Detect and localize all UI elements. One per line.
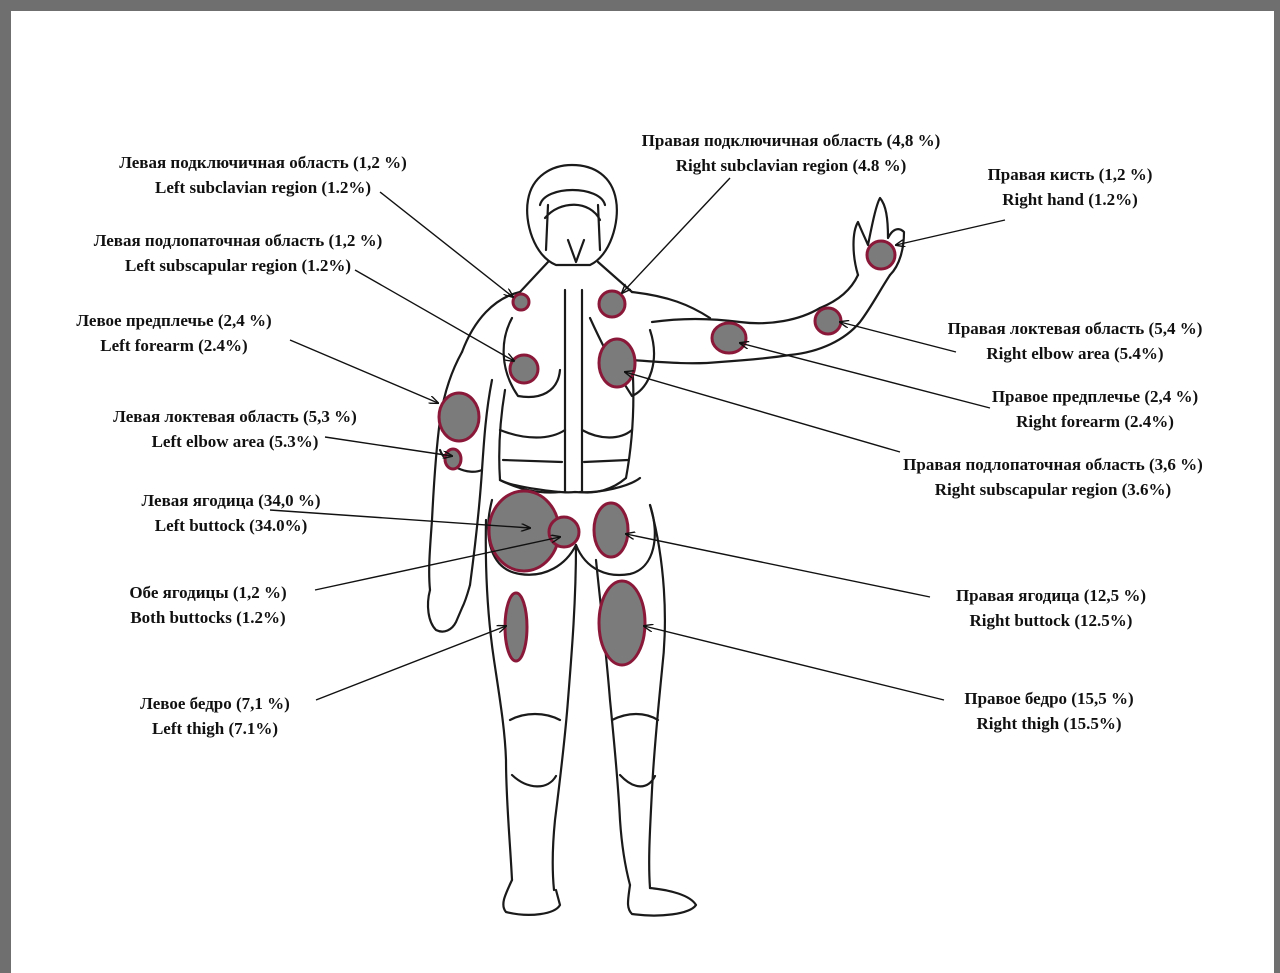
spot-left-subclavian: [513, 294, 529, 310]
spot-left-subscapular: [510, 355, 538, 383]
label-both-buttocks-en: Both buttocks (1.2%): [100, 605, 316, 630]
right-foot-outline: [628, 885, 696, 916]
arrow-right-thigh: [644, 626, 944, 700]
left-hand-outline: [428, 585, 470, 632]
label-left-elbow-en: Left elbow area (5.3%): [70, 429, 400, 454]
label-left-elbow-ru: Левая локтевая область (5,3 %): [70, 404, 400, 429]
label-right-buttock: Правая ягодица (12,5 %) Right buttock (1…: [920, 583, 1182, 633]
label-right-thigh-ru: Правое бедро (15,5 %): [935, 686, 1163, 711]
label-left-buttock: Левая ягодица (34,0 %) Left buttock (34.…: [106, 488, 356, 538]
spine-band: [565, 290, 582, 492]
label-right-buttock-ru: Правая ягодица (12,5 %): [920, 583, 1182, 608]
label-left-buttock-ru: Левая ягодица (34,0 %): [106, 488, 356, 513]
label-right-forearm-ru: Правое предплечье (2,4 %): [960, 384, 1230, 409]
label-right-subscapular: Правая подлопаточная область (3,6 %) Rig…: [858, 452, 1248, 502]
torso-outline: [462, 292, 710, 352]
spot-right-elbow: [815, 308, 841, 334]
label-right-hand-ru: Правая кисть (1,2 %): [955, 162, 1185, 187]
label-right-elbow: Правая локтевая область (5,4 %) Right el…: [910, 316, 1240, 366]
label-right-subclavian-en: Right subclavian region (4.8 %): [596, 153, 986, 178]
arrow-right-buttock: [626, 534, 930, 597]
label-right-thigh-en: Right thigh (15.5%): [935, 711, 1163, 736]
arrow-right-subclavian: [622, 178, 730, 293]
label-left-elbow: Левая локтевая область (5,3 %) Left elbo…: [70, 404, 400, 454]
label-left-forearm: Левое предплечье (2,4 %) Left forearm (2…: [60, 308, 288, 358]
label-left-subscapular-ru: Левая подлопаточная область (1,2 %): [48, 228, 428, 253]
spot-left-thigh: [505, 593, 527, 661]
spot-right-subscapular: [599, 339, 635, 387]
right-leg-outline: [596, 505, 665, 888]
label-left-thigh-ru: Левое бедро (7,1 %): [110, 691, 320, 716]
label-right-forearm: Правое предплечье (2,4 %) Right forearm …: [960, 384, 1230, 434]
label-left-subscapular: Левая подлопаточная область (1,2 %) Left…: [48, 228, 428, 278]
label-right-subclavian: Правая подключичная область (4,8 %) Righ…: [596, 128, 986, 178]
label-right-forearm-en: Right forearm (2.4%): [960, 409, 1230, 434]
label-left-subscapular-en: Left subscapular region (1.2%): [48, 253, 428, 278]
label-right-thigh: Правое бедро (15,5 %) Right thigh (15.5%…: [935, 686, 1163, 736]
spot-both-buttocks: [549, 517, 579, 547]
arrow-right-subscapular: [625, 372, 900, 452]
label-right-elbow-ru: Правая локтевая область (5,4 %): [910, 316, 1240, 341]
head-hood: [540, 190, 605, 250]
label-left-subclavian-en: Left subclavian region (1.2%): [78, 175, 448, 200]
label-right-hand: Правая кисть (1,2 %) Right hand (1.2%): [955, 162, 1185, 212]
arrow-left-subscapular: [355, 270, 514, 361]
label-right-buttock-en: Right buttock (12.5%): [920, 608, 1182, 633]
arrow-left-thigh: [316, 626, 506, 700]
arrow-left-forearm: [290, 340, 438, 403]
spot-right-hand: [867, 241, 895, 269]
label-right-hand-en: Right hand (1.2%): [955, 187, 1185, 212]
spot-right-subclavian: [599, 291, 625, 317]
neck-outline: [520, 262, 632, 292]
label-left-forearm-en: Left forearm (2.4%): [60, 333, 288, 358]
knee-marks: [510, 714, 658, 786]
spot-left-elbow: [445, 449, 461, 469]
label-left-buttock-en: Left buttock (34.0%): [106, 513, 356, 538]
left-foot-outline: [503, 880, 560, 915]
label-both-buttocks-ru: Обе ягодицы (1,2 %): [100, 580, 316, 605]
label-both-buttocks: Обе ягодицы (1,2 %) Both buttocks (1.2%): [100, 580, 316, 630]
label-left-forearm-ru: Левое предплечье (2,4 %): [60, 308, 288, 333]
neck-notch: [568, 240, 584, 262]
arrow-right-hand: [896, 220, 1005, 245]
spot-right-thigh: [599, 581, 645, 665]
spot-left-forearm: [439, 393, 479, 441]
spot-right-forearm: [712, 323, 746, 353]
label-right-subscapular-en: Right subscapular region (3.6%): [858, 477, 1248, 502]
label-left-subclavian-ru: Левая подключичная область (1,2 %): [78, 150, 448, 175]
label-left-subclavian: Левая подключичная область (1,2 %) Left …: [78, 150, 448, 200]
spot-right-buttock: [594, 503, 628, 557]
label-left-thigh-en: Left thigh (7.1%): [110, 716, 320, 741]
label-left-thigh: Левое бедро (7,1 %) Left thigh (7.1%): [110, 691, 320, 741]
label-right-subscapular-ru: Правая подлопаточная область (3,6 %): [858, 452, 1248, 477]
label-right-subclavian-ru: Правая подключичная область (4,8 %): [596, 128, 986, 153]
label-right-elbow-en: Right elbow area (5.4%): [910, 341, 1240, 366]
